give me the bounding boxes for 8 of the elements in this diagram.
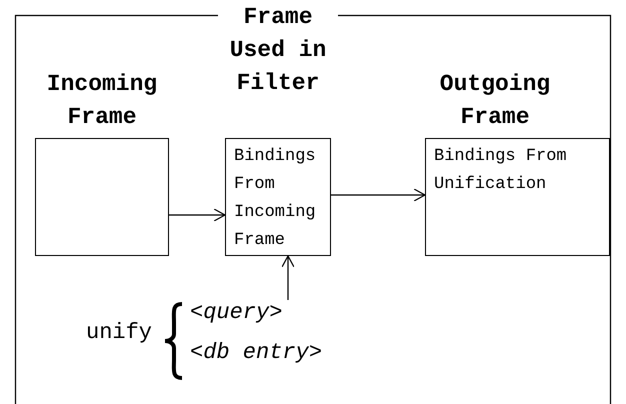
arrow bbox=[281, 255, 295, 300]
arrow bbox=[169, 208, 226, 222]
db-entry-pattern: <db entry> bbox=[190, 340, 322, 365]
arrow bbox=[331, 188, 426, 202]
query-pattern: <query> bbox=[190, 300, 282, 325]
unify-label: unify bbox=[86, 320, 152, 345]
bindings-text: Bindings From Unification bbox=[434, 146, 568, 196]
bindings-text: Bindings From Incoming Frame bbox=[234, 146, 317, 252]
